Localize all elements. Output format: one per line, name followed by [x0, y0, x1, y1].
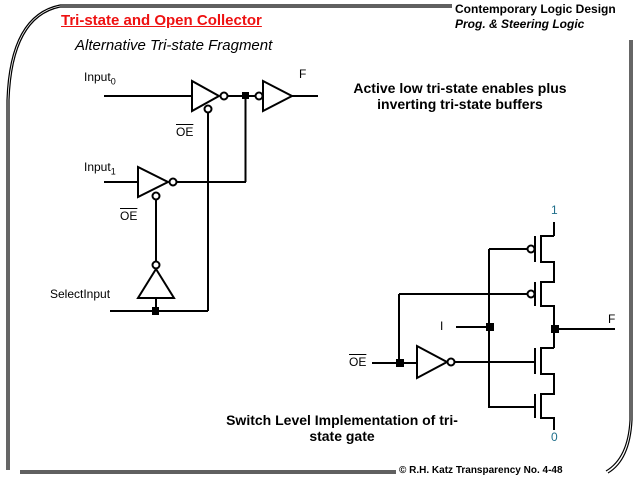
input0-text: Input: [84, 70, 111, 84]
fragment-note: Active low tri-state enables plus invert…: [353, 80, 567, 112]
junction-dot: [551, 325, 559, 333]
slide-subtitle: Alternative Tri-state Fragment: [75, 37, 273, 54]
slide-title: Tri-state and Open Collector: [61, 12, 262, 29]
switch-output-label: F: [608, 312, 616, 326]
oe-inverter: [416, 344, 450, 380]
tristate-inverter-0: [191, 79, 222, 113]
junction-dot: [486, 323, 494, 331]
junction-dot: [152, 307, 159, 315]
frame-border: [6, 4, 633, 474]
output-buffer: [262, 79, 295, 113]
input1-subscript: 1: [110, 166, 116, 177]
input1-label: Input1: [84, 160, 116, 176]
gnd-label: 0: [551, 430, 558, 444]
footer-credit: © R.H. Katz Transparency No. 4-48: [399, 465, 563, 476]
junction-dot: [396, 359, 404, 367]
tristate-inverter-1: [137, 165, 171, 199]
oe-upper-label: OE: [176, 125, 194, 139]
junction-dot: [242, 92, 249, 99]
switch-level-circuit: [372, 222, 615, 430]
input1-text: Input: [84, 160, 111, 174]
gate-fragment: [104, 79, 318, 315]
select-inverter: [136, 267, 176, 299]
chapter-name: Prog. & Steering Logic: [455, 17, 585, 31]
fragment-output-label: F: [299, 67, 307, 81]
course-name: Contemporary Logic Design: [455, 2, 616, 16]
switch-oe-label: OE: [349, 355, 367, 369]
i-input-label: I: [440, 319, 444, 333]
switch-note: Switch Level Implementation of tri-state…: [226, 412, 458, 444]
select-input-label: SelectInput: [50, 287, 111, 301]
vdd-label: 1: [551, 203, 558, 217]
input0-label: Input0: [84, 70, 116, 86]
oe-lower-label: OE: [120, 209, 138, 223]
input0-subscript: 0: [110, 76, 116, 87]
